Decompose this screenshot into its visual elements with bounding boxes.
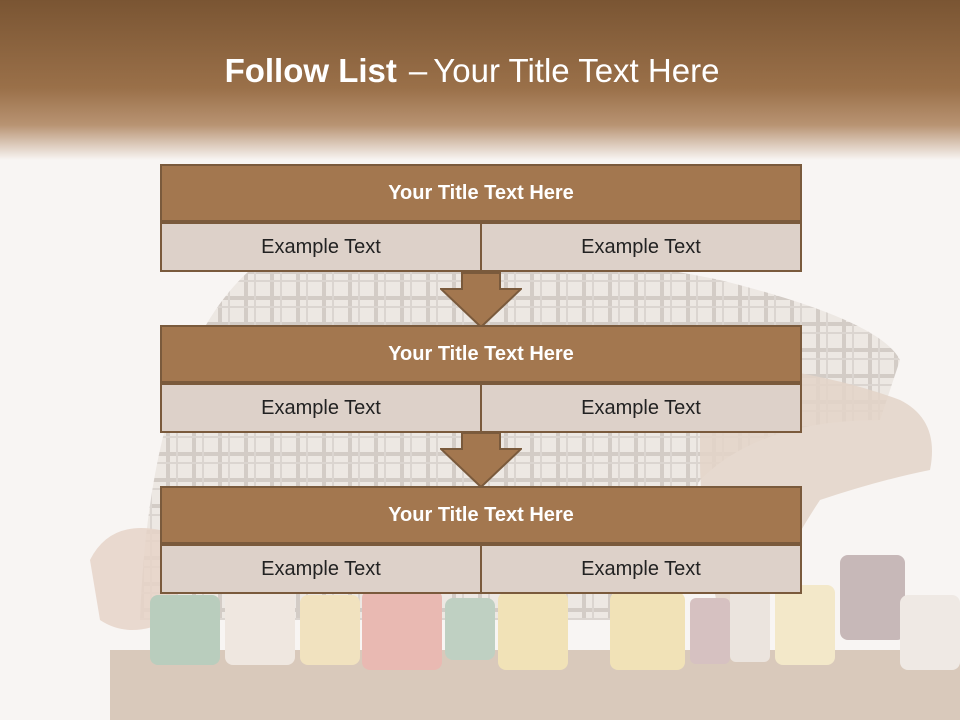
down-arrow-icon: [440, 272, 522, 328]
down-arrow-icon: [440, 432, 522, 488]
title-dash: –: [408, 52, 428, 89]
step-title: Your Title Text Here: [160, 164, 802, 222]
step-cell-right: Example Text: [480, 222, 802, 272]
step-title: Your Title Text Here: [160, 325, 802, 383]
step-title: Your Title Text Here: [160, 486, 802, 544]
page-title: Follow List–Your Title Text Here: [0, 52, 944, 90]
title-rest: Your Title Text Here: [433, 52, 720, 89]
step-cell-left: Example Text: [160, 544, 482, 594]
step-cell-right: Example Text: [480, 544, 802, 594]
step-cell-right: Example Text: [480, 383, 802, 433]
step-cell-left: Example Text: [160, 222, 482, 272]
step-box-3: Your Title Text Here Example Text Exampl…: [160, 486, 802, 594]
step-box-1: Your Title Text Here Example Text Exampl…: [160, 164, 802, 272]
title-bold: Follow List: [224, 52, 397, 89]
header-band: [0, 0, 960, 160]
step-cell-left: Example Text: [160, 383, 482, 433]
step-box-2: Your Title Text Here Example Text Exampl…: [160, 325, 802, 433]
